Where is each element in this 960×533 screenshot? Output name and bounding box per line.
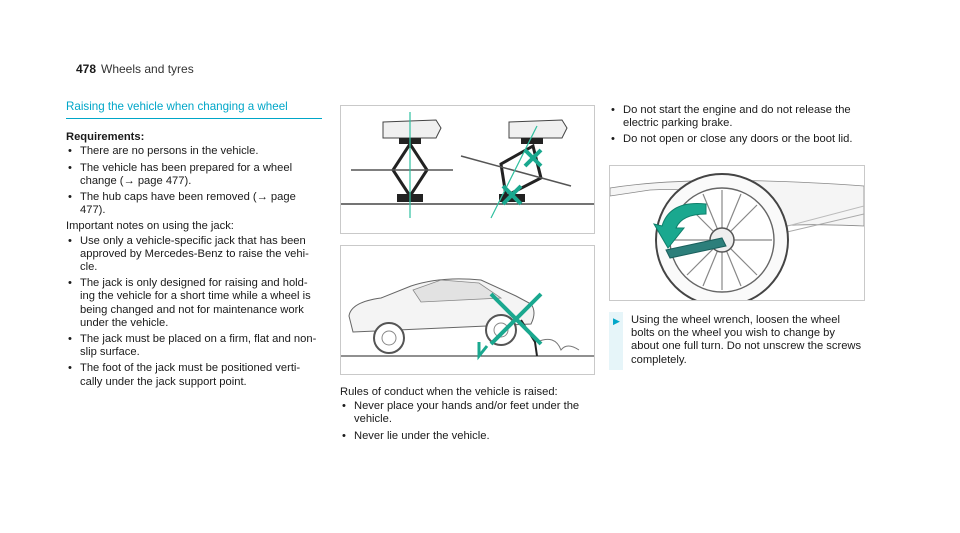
list-item: There are no persons in the vehicle.: [66, 145, 322, 158]
list-item: Do not open or close any doors or the bo…: [609, 133, 865, 146]
wheel-wrench-illustration: [609, 165, 865, 301]
list-item: Do not start the engine and do not relea…: [609, 104, 865, 130]
list-item: The jack is only designed for raising an…: [66, 277, 322, 330]
header-title: Wheels and tyres: [101, 62, 194, 76]
instruction-step: ▶ Using the wheel wrench, loosen the whe…: [609, 312, 865, 370]
list-item: The vehicle has been prepared for a whee…: [66, 162, 322, 188]
precaution-list: Do not start the engine and do not relea…: [609, 104, 865, 147]
jack-diagram: [341, 112, 594, 219]
requirements-heading: Requirements:: [66, 131, 145, 144]
list-item: The hub caps have been removed (→ page 4…: [66, 191, 322, 217]
raised-vehicle-diagram: [341, 278, 594, 361]
raised-vehicle-illustration: [340, 245, 595, 375]
conduct-heading: Rules of conduct when the vehicle is rai…: [340, 386, 558, 398]
step-bar: [609, 312, 623, 370]
list-item: The jack must be placed on a firm, flat …: [66, 333, 322, 359]
column-right: Do not start the engine and do not relea…: [609, 104, 865, 150]
page-number: 478: [76, 62, 97, 76]
list-item: Never place your hands and/or feet under…: [340, 400, 596, 426]
wheel-wrench-diagram: [610, 173, 864, 300]
conduct-list: Never place your hands and/or feet under…: [340, 400, 596, 443]
list-item: The foot of the jack must be positioned …: [66, 362, 322, 388]
column-middle: Rules of conduct when the vehicle is rai…: [340, 384, 596, 446]
jack-notes-heading: Important notes on using the jack:: [66, 220, 234, 233]
list-item: Use only a vehicle-specific jack that ha…: [66, 235, 322, 275]
step-arrow-icon: ▶: [613, 316, 620, 326]
jack-illustration: [340, 105, 595, 234]
column-left: Raising the vehicle when changing a whee…: [66, 100, 322, 392]
list-item: Never lie under the vehicle.: [340, 430, 596, 443]
requirements-list: There are no persons in the vehicle. The…: [66, 145, 322, 217]
section-title: Raising the vehicle when changing a whee…: [66, 100, 322, 120]
jack-notes-list: Use only a vehicle-specific jack that ha…: [66, 235, 322, 389]
step-text: Using the wheel wrench, loosen the wheel…: [631, 314, 862, 366]
